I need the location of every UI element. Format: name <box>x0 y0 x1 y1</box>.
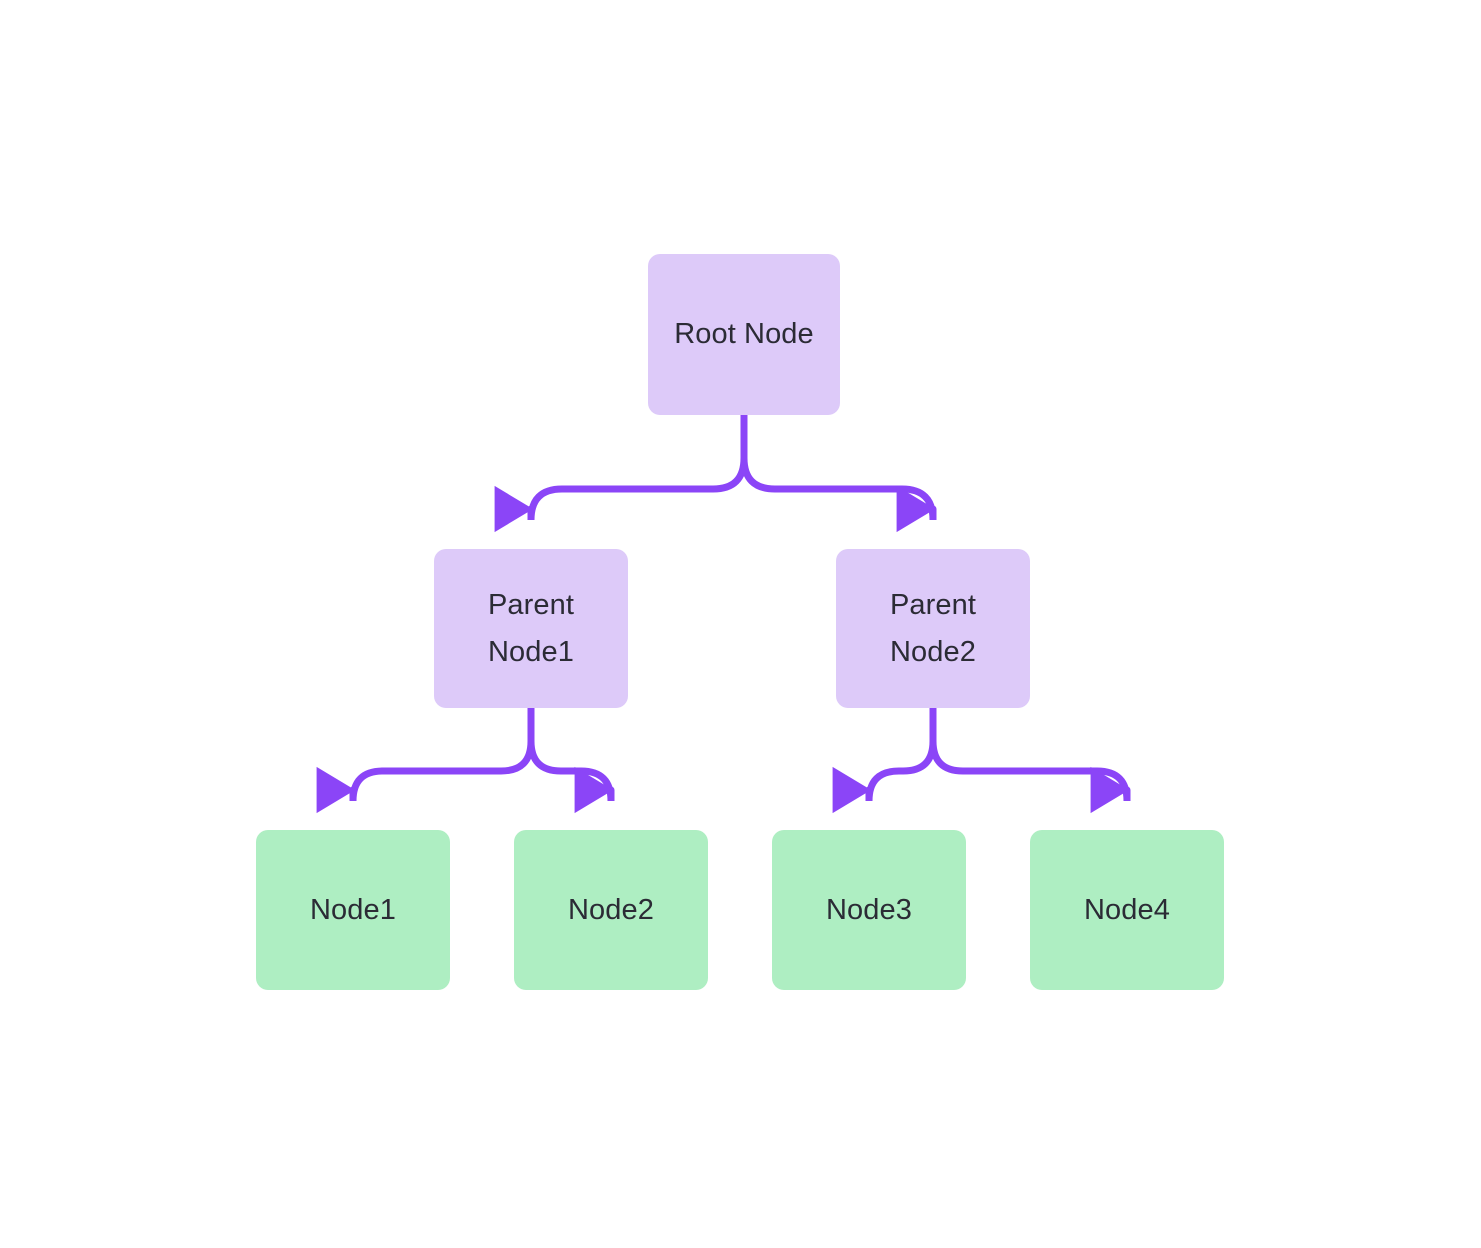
node-node3[interactable]: Node3 <box>772 830 966 990</box>
node-node4-label: Node4 <box>1084 893 1170 926</box>
edge-parent2-to-leaf4 <box>929 704 1131 814</box>
node-node3-label: Node3 <box>826 893 912 926</box>
node-node4[interactable]: Node4 <box>1030 830 1224 990</box>
node-root[interactable]: Root Node <box>648 254 840 415</box>
node-node2-label: Node2 <box>568 893 654 926</box>
node-node2[interactable]: Node2 <box>514 830 708 990</box>
node-parent-node2-label: Parent Node2 <box>889 588 977 668</box>
node-node1[interactable]: Node1 <box>256 830 450 990</box>
node-root-label: Root Node <box>674 318 814 351</box>
edge-parent1-to-leaf2 <box>527 704 615 814</box>
edge-root-to-parent2 <box>740 411 937 533</box>
edge-parent2-to-leaf3 <box>832 704 937 814</box>
node-parent-node1[interactable]: Parent Node1 <box>434 549 628 708</box>
edge-root-to-parent1 <box>494 411 748 533</box>
node-parent-node2[interactable]: Parent Node2 <box>836 549 1030 708</box>
node-parent-node1-label: Parent Node1 <box>487 588 575 668</box>
node-node1-label: Node1 <box>310 893 396 926</box>
edge-parent1-to-leaf1 <box>316 704 535 814</box>
